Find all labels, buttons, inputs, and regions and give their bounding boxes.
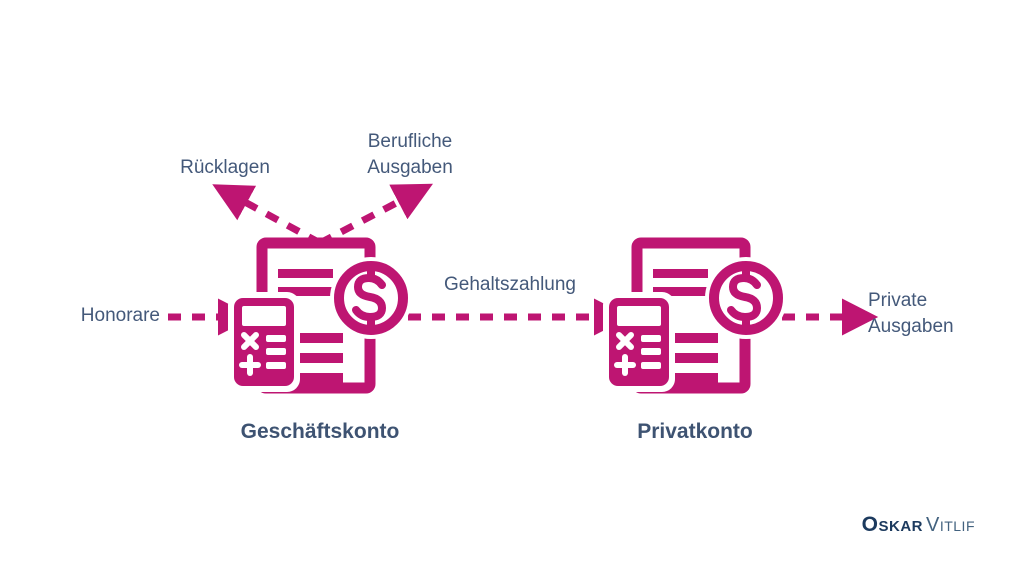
flow-label-ruecklagen: Rücklagen — [180, 157, 270, 178]
arrow-ruecklagen — [212, 184, 322, 247]
flow-label-gehaltszahlung: Gehaltszahlung — [443, 274, 577, 295]
flow-label-honorare: Honorare — [80, 305, 160, 326]
arrow-berufliche-ausgaben — [318, 183, 433, 247]
brand-logo-primary: Oskar — [861, 513, 923, 536]
flow-label-private-ausgaben: Private Ausgaben — [868, 290, 954, 337]
icon-privatkonto — [603, 237, 787, 394]
icon-geschaeftskonto — [228, 237, 412, 394]
brand-logo-secondary: Vitlif — [925, 514, 975, 536]
node-title-geschaeftskonto: Geschäftskonto — [240, 420, 400, 443]
flow-label-berufliche-ausgaben: Berufliche Ausgaben — [367, 131, 453, 178]
node-title-privatkonto: Privatkonto — [637, 420, 753, 443]
